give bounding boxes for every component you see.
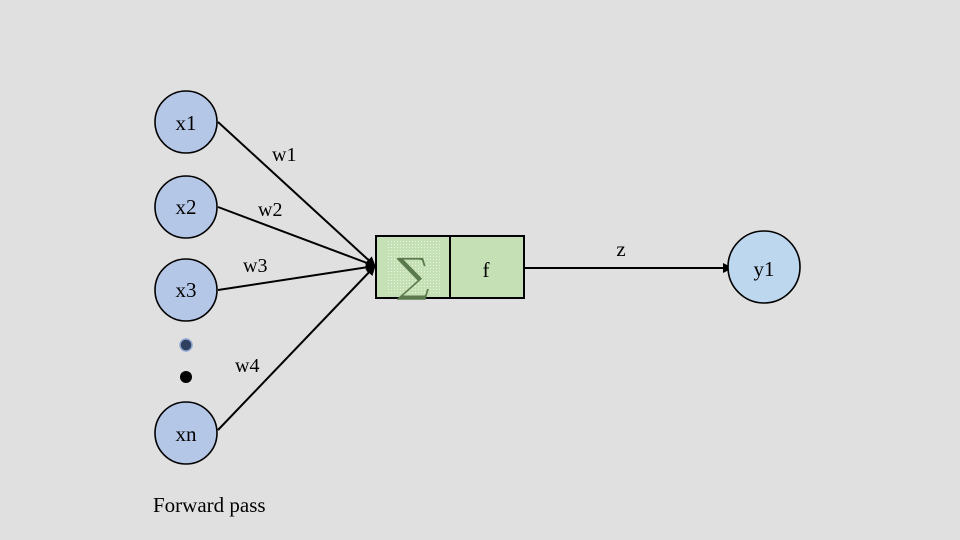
output-signal-label: z: [616, 237, 625, 261]
edge-x3-to-neuron: [217, 262, 376, 291]
weight-label-w1: w1: [272, 144, 296, 166]
output-label-y1: y1: [754, 257, 775, 281]
sum-symbol: ∑: [397, 248, 430, 302]
neuron-box: ∑ f: [375, 235, 525, 302]
input-node-x3: x3: [154, 258, 218, 322]
input-node-x2: x2: [154, 175, 218, 239]
weight-label-w4: w4: [235, 355, 259, 377]
diagram-caption: Forward pass: [153, 493, 266, 517]
weight-label-w3: w3: [243, 255, 267, 277]
input-node-xn: xn: [154, 401, 218, 465]
input-label-xn: xn: [176, 422, 198, 446]
input-label-x3: x3: [176, 278, 197, 302]
edge-x2-to-neuron: [217, 206, 376, 268]
input-label-x2: x2: [176, 195, 197, 219]
edge-xn-to-neuron: [217, 265, 376, 431]
weight-label-w2: w2: [258, 199, 282, 221]
input-label-x1: x1: [176, 111, 197, 135]
edge-x1-to-neuron: [217, 121, 376, 267]
ellipsis-dot-1: [179, 338, 193, 352]
output-node-y1: y1: [727, 230, 801, 304]
ellipsis-dot-2: [180, 371, 192, 383]
activation-label: f: [483, 258, 490, 282]
input-node-x1: x1: [154, 90, 218, 154]
sum-cell-texture: [388, 240, 440, 294]
